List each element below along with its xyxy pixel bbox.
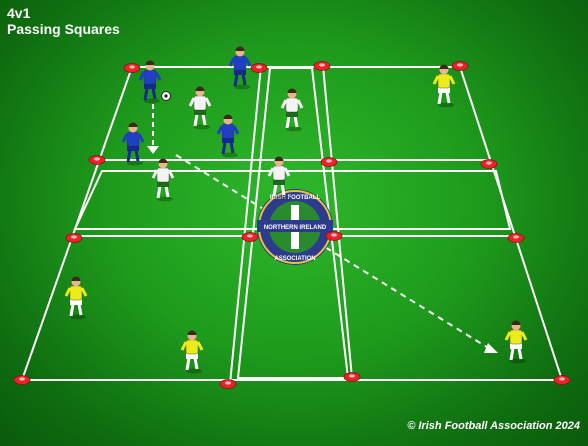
player-blue bbox=[121, 122, 145, 166]
player-blue bbox=[216, 114, 240, 158]
cones bbox=[13, 61, 571, 389]
crest-band-text: NORTHERN IRELAND bbox=[264, 225, 327, 231]
cone bbox=[241, 232, 259, 242]
ball bbox=[161, 91, 171, 101]
cone bbox=[343, 372, 361, 382]
player-white bbox=[151, 158, 175, 202]
cone bbox=[507, 233, 525, 243]
player-white bbox=[267, 156, 291, 200]
cone bbox=[123, 63, 141, 73]
copyright-notice: © Irish Football Association 2024 bbox=[407, 420, 580, 432]
diagram-subtitle: Passing Squares bbox=[7, 21, 120, 37]
channel-divider-right bbox=[322, 65, 353, 379]
cone bbox=[313, 61, 331, 71]
cone bbox=[65, 233, 83, 243]
cone bbox=[13, 375, 31, 385]
channel-divider-left bbox=[229, 65, 262, 385]
cone bbox=[320, 157, 338, 167]
cone bbox=[88, 155, 106, 165]
player-blue bbox=[138, 60, 162, 104]
player-yellow bbox=[432, 64, 456, 108]
player-yellow bbox=[64, 276, 88, 320]
cone bbox=[451, 61, 469, 71]
player-blue bbox=[228, 46, 252, 90]
cone bbox=[553, 375, 571, 385]
diagram-title: 4v1 bbox=[7, 5, 31, 21]
crest-top-text: IRISH FOOTBALL bbox=[270, 195, 321, 201]
players bbox=[64, 46, 528, 374]
ifa-crest: IRISH FOOTBALL NORTHERN IRELAND ASSOCIAT… bbox=[257, 189, 333, 265]
pass-arrow-long bbox=[175, 154, 498, 353]
pass-arrow-short bbox=[147, 104, 159, 154]
player-yellow bbox=[504, 320, 528, 364]
cone bbox=[480, 159, 498, 169]
cone bbox=[219, 379, 237, 389]
cone bbox=[325, 231, 343, 241]
cone bbox=[250, 63, 268, 73]
middle-channel bbox=[73, 170, 512, 230]
player-white bbox=[280, 88, 304, 132]
player-white bbox=[188, 86, 212, 130]
crest-bottom-text: ASSOCIATION bbox=[274, 256, 315, 262]
player-yellow bbox=[180, 330, 204, 374]
